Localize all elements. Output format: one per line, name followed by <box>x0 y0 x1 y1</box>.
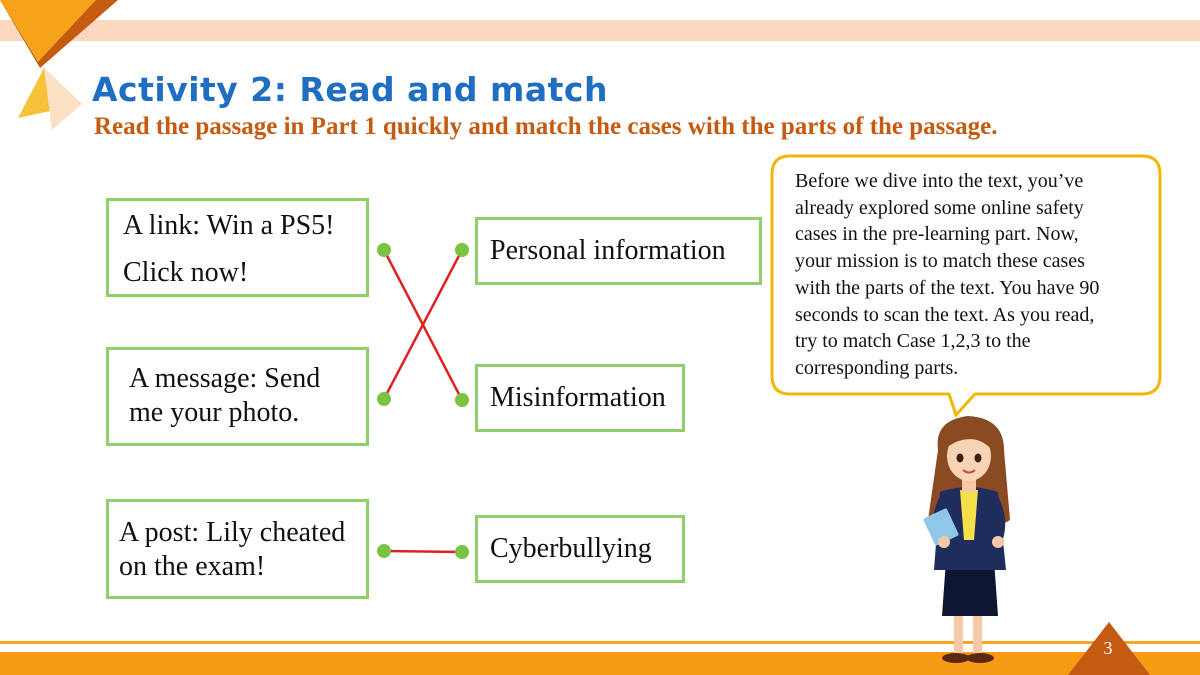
part-1-label: Personal information <box>490 235 726 266</box>
activity-instruction: Read the passage in Part 1 quickly and m… <box>94 113 998 140</box>
case-2-connector-dot[interactable] <box>377 392 391 406</box>
bubble-line-1: Before we dive into the text, you’ve <box>795 170 1084 192</box>
bubble-line-2: already explored some online safety <box>795 196 1084 219</box>
speech-bubble-text: Before we dive into the text, you’ve alr… <box>795 168 1155 382</box>
case-1-line-2: Click now! <box>123 257 249 288</box>
corner-triangles-decor <box>0 0 118 130</box>
part-2-label: Misinformation <box>490 382 666 413</box>
match-line-3 <box>383 549 463 554</box>
page-number: 3 <box>1103 638 1113 658</box>
case-box-1: A link: Win a PS5! Click now! <box>106 198 369 297</box>
case-box-2: A message: Send me your photo. <box>106 347 369 446</box>
bubble-line-5: with the parts of the text. You have 90 <box>795 276 1100 299</box>
case-1-connector-dot[interactable] <box>377 243 391 257</box>
part-box-personal-information: Personal information <box>475 217 762 285</box>
part-3-label: Cyberbullying <box>490 533 652 564</box>
case-3-connector-dot[interactable] <box>377 544 391 558</box>
teacher-illustration <box>923 416 1010 663</box>
top-decor-band <box>0 20 1200 41</box>
bottom-decor-line <box>0 641 1200 644</box>
part-3-connector-dot[interactable] <box>455 545 469 559</box>
case-3-line-1: A post: Lily cheated <box>119 517 346 548</box>
part-1-connector-dot[interactable] <box>455 243 469 257</box>
bubble-line-7: try to match Case 1,2,3 to the <box>795 330 1031 353</box>
part-box-cyberbullying: Cyberbullying <box>475 515 685 583</box>
bubble-line-3: cases in the pre-learning part. Now, <box>795 223 1079 246</box>
part-box-misinformation: Misinformation <box>475 364 685 432</box>
case-2-line-1: A message: Send <box>129 363 321 394</box>
case-box-3: A post: Lily cheated on the exam! <box>106 499 369 599</box>
case-3-line-2: on the exam! <box>119 550 266 582</box>
page-number-badge <box>1068 622 1150 675</box>
part-2-connector-dot[interactable] <box>455 393 469 407</box>
bubble-line-8: corresponding parts. <box>795 356 959 379</box>
bottom-decor-band <box>0 652 1200 675</box>
bubble-line-6: seconds to scan the text. As you read, <box>795 303 1095 326</box>
bubble-line-4: your mission is to match these cases <box>795 250 1085 273</box>
activity-title: Activity 2: Read and match <box>92 70 608 109</box>
match-line-2 <box>382 249 464 400</box>
case-2-line-2: me your photo. <box>129 396 300 428</box>
case-1-line-1: A link: Win a PS5! <box>123 210 335 241</box>
